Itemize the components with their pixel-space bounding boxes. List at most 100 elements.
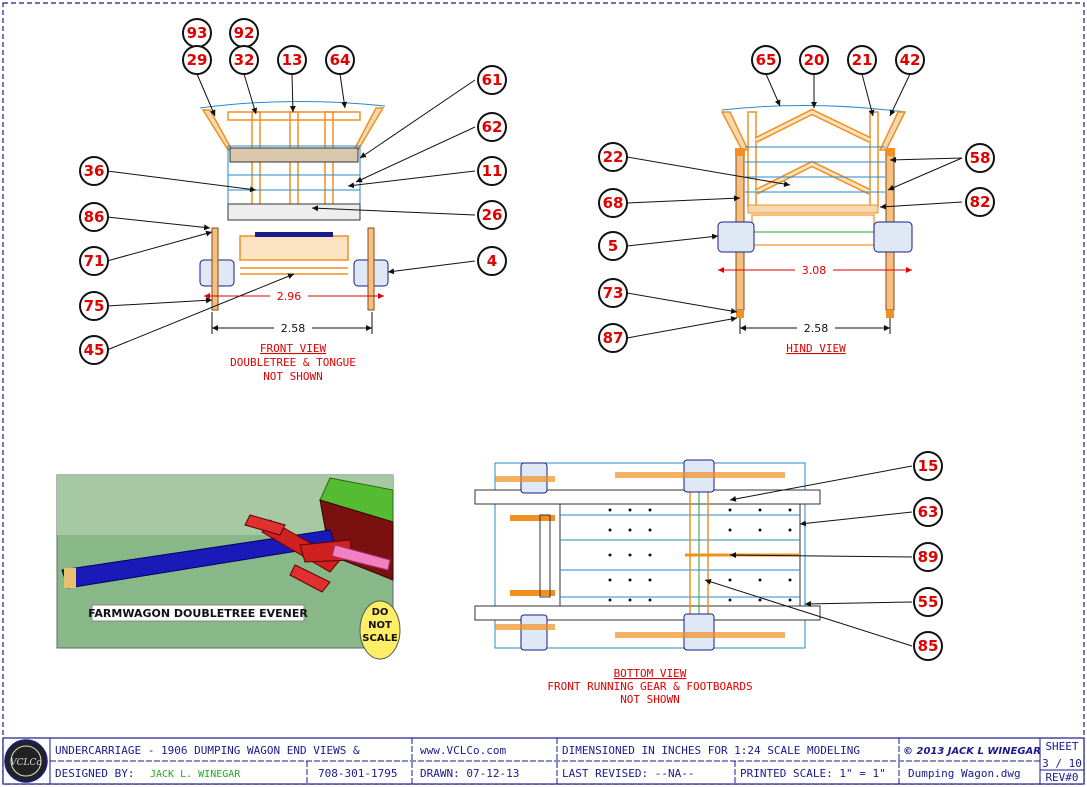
callout-number: 20 [804,51,825,69]
callout-65: 65 [751,45,781,75]
callout-number: 15 [918,457,939,475]
callout-number: 65 [756,51,777,69]
phone: 708-301-1795 [318,767,397,780]
callout-64: 64 [325,45,355,75]
callout-number: 62 [482,118,503,136]
copyright: © 2013 JACK L WINEGAR [903,746,1041,757]
bottom-view-title: BOTTOM VIEW [614,667,687,680]
callout-number: 93 [187,24,208,42]
callout-number: 11 [482,162,503,180]
callout-73: 73 [598,278,628,308]
callout-11: 11 [477,156,507,186]
front-view-note-1: DOUBLETREE & TONGUE [230,356,356,369]
hind-view: 3.08 2.58 HIND VIEW [717,104,913,355]
callout-82: 82 [965,187,995,217]
drawing-title: UNDERCARRIAGE - 1906 DUMPING WAGON END V… [55,744,360,757]
callout-number: 21 [852,51,873,69]
front-view-title: FRONT VIEW [260,342,327,355]
doubletree-photo: FARMWAGON DOUBLETREE EVENER DO NOT SCALE [56,474,401,660]
callout-89: 89 [913,542,943,572]
callout-number: 4 [487,252,497,270]
logo-text: VCLCo [10,758,42,768]
website: www.VCLCo.com [420,744,506,757]
callout-42: 42 [895,45,925,75]
callout-number: 61 [482,71,503,89]
callout-number: 64 [330,51,351,69]
printed-scale: PRINTED SCALE: 1" = 1" [740,767,886,780]
callout-number: 63 [918,503,939,521]
callout-32: 32 [229,45,259,75]
callout-92: 92 [229,18,259,48]
bottom-view-note-2: NOT SHOWN [620,693,680,706]
callout-number: 87 [603,329,624,347]
callout-5: 5 [598,231,628,261]
photo-caption: FARMWAGON DOUBLETREE EVENER [88,607,308,620]
callout-number: 36 [84,162,105,180]
callout-55: 55 [913,587,943,617]
front-view-note-2: NOT SHOWN [263,370,323,383]
sheet-label: SHEET [1045,740,1078,753]
callout-number: 22 [603,148,624,166]
callout-15: 15 [913,451,943,481]
callout-balloons: 93 92 29 32 13 64 61 62 36 11 86 26 71 4 75 45 65 20 21 42 2… [79,18,995,661]
hind-dim-track: 2.58 [804,322,829,335]
callout-number: 82 [970,193,991,211]
callout-number: 29 [187,51,208,69]
callout-13: 13 [277,45,307,75]
front-dim-track: 2.58 [281,322,306,335]
callout-number: 86 [84,208,105,226]
hind-dim-wheel: 3.08 [802,264,827,277]
callout-71: 71 [79,246,109,276]
hind-view-title: HIND VIEW [786,342,846,355]
callout-20: 20 [799,45,829,75]
callout-number: 55 [918,593,939,611]
callout-number: 68 [603,194,624,212]
stamp-line-2: NOT [368,620,392,631]
front-view: 2.96 2.58 FRONT VIEW DOUBLETREE & TONGUE… [199,100,389,383]
callout-93: 93 [182,18,212,48]
callout-22: 22 [598,142,628,172]
callout-61: 61 [477,65,507,95]
callout-58: 58 [965,143,995,173]
callout-21: 21 [847,45,877,75]
callout-68: 68 [598,188,628,218]
callout-number: 73 [603,284,624,302]
front-dim-wheel: 2.96 [277,290,302,303]
callout-26: 26 [477,200,507,230]
callout-number: 58 [970,149,991,167]
bottom-view: BOTTOM VIEW FRONT RUNNING GEAR & FOOTBOA… [474,459,821,706]
callout-87: 87 [598,323,628,353]
callout-75: 75 [79,291,109,321]
callout-29: 29 [182,45,212,75]
callout-86: 86 [79,202,109,232]
designed-by-label: DESIGNED BY: [55,767,134,780]
designer-name: JACK L. WINEGAR [150,769,241,780]
revision: REV#0 [1045,771,1078,784]
callout-4: 4 [477,246,507,276]
callout-number: 42 [900,51,921,69]
callout-36: 36 [79,156,109,186]
callout-45: 45 [79,335,109,365]
callout-number: 89 [918,548,939,566]
callout-number: 45 [84,341,105,359]
leader-lines [106,73,963,647]
drawn-date: DRAWN: 07-12-13 [420,767,519,780]
stamp-line-1: DO [372,607,389,618]
callout-62: 62 [477,112,507,142]
title-block: VCLCo UNDERCARRIAGE - 1906 DUMPING WAGON… [2,737,1085,785]
dimensioned-note: DIMENSIONED IN INCHES FOR 1:24 SCALE MOD… [562,744,860,757]
bottom-view-note-1: FRONT RUNNING GEAR & FOOTBOARDS [547,680,752,693]
callout-number: 26 [482,206,503,224]
callout-number: 85 [918,637,939,655]
callout-number: 5 [608,237,618,255]
callout-number: 13 [282,51,303,69]
callout-number: 75 [84,297,105,315]
sheet-number: 3 / 10 [1042,757,1082,770]
callout-number: 92 [234,24,255,42]
callout-number: 71 [84,252,105,270]
stamp-line-3: SCALE [362,633,398,644]
callout-number: 32 [234,51,255,69]
file-name: Dumping Wagon.dwg [908,767,1021,780]
